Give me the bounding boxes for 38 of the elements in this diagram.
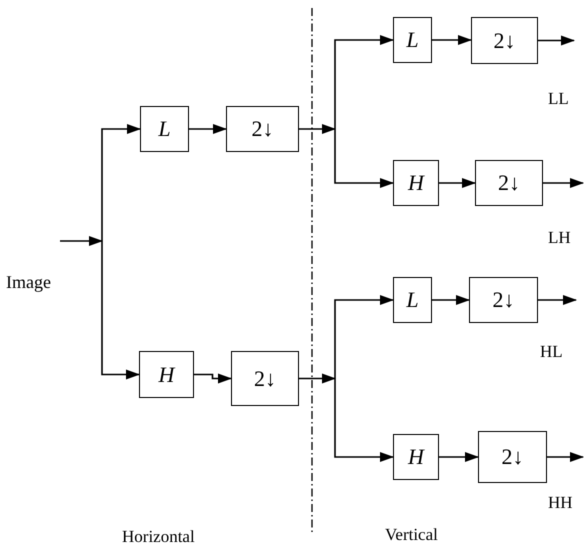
arrow [439, 178, 476, 188]
arrow [439, 452, 479, 462]
arrow [543, 178, 584, 188]
arrow [334, 378, 394, 462]
arrow [334, 129, 394, 188]
arrow [194, 374, 232, 384]
downsampler-box: 2↓ [478, 431, 547, 483]
downsampler-box: 2↓ [469, 277, 538, 323]
downsampler-box: 2↓ [471, 17, 538, 64]
downsampler-box: 2↓ [231, 351, 299, 406]
downsampler-box: 2↓ [226, 106, 299, 152]
subband-label: LL [548, 90, 569, 107]
arrow [101, 124, 141, 241]
arrow [432, 35, 472, 45]
arrow [189, 124, 227, 134]
arrow [299, 124, 336, 134]
arrow [547, 452, 584, 462]
stage-label: Vertical [385, 526, 438, 543]
arrow [538, 295, 577, 305]
arrow [538, 36, 575, 46]
input-label: Image [6, 270, 68, 294]
arrow [334, 35, 394, 129]
subband-label: LH [548, 229, 571, 246]
stage-label: Horizontal [122, 528, 195, 545]
arrow [432, 295, 470, 305]
filter-box: L [140, 106, 189, 152]
filter-box: H [393, 160, 439, 206]
arrow [60, 236, 103, 246]
arrow [101, 241, 140, 380]
subband-label: HL [540, 343, 563, 360]
subband-label: HH [548, 494, 573, 511]
filter-box: H [139, 351, 194, 398]
filter-box: L [393, 17, 432, 63]
downsampler-box: 2↓ [475, 160, 543, 206]
arrow [334, 295, 394, 378]
filter-box: L [393, 277, 432, 323]
arrow [299, 374, 336, 384]
filter-box: H [393, 434, 439, 480]
